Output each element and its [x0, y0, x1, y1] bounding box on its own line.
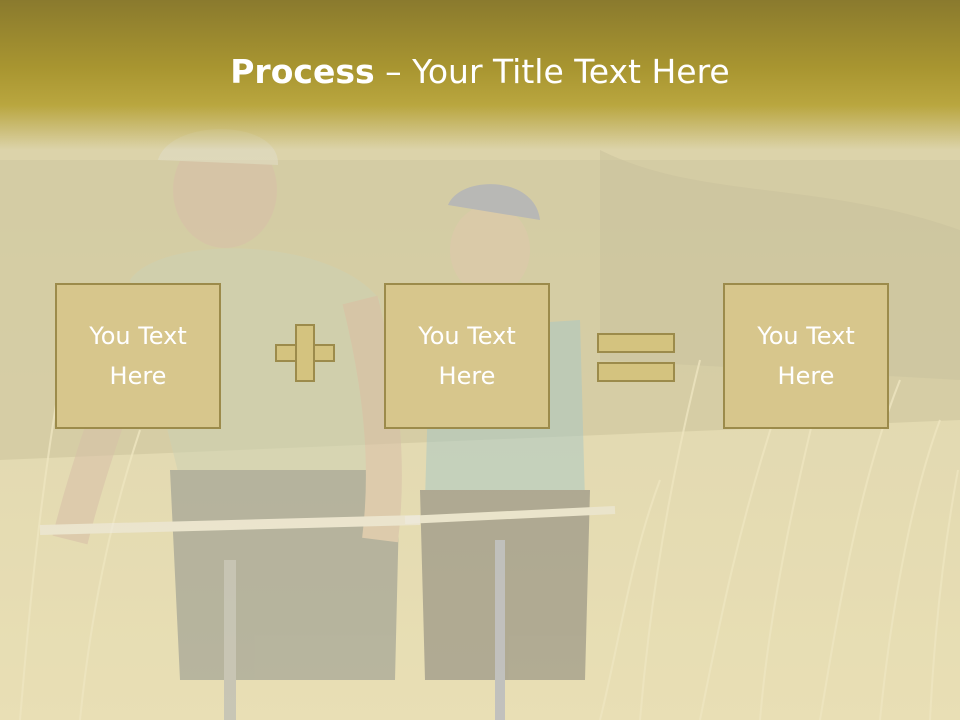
- text-box-3-line2: Here: [777, 362, 835, 390]
- text-box-1-line2: Here: [109, 362, 167, 390]
- text-box-3-line1: You Text: [757, 322, 855, 350]
- title-bar: [0, 0, 960, 150]
- text-box-3[interactable]: You Text Here: [723, 283, 889, 429]
- slide-title: Process – Your Title Text Here: [0, 52, 960, 91]
- text-box-2-line2: Here: [438, 362, 496, 390]
- text-box-2[interactable]: You Text Here: [384, 283, 550, 429]
- title-bold: Process: [230, 52, 375, 91]
- text-box-1[interactable]: You Text Here: [55, 283, 221, 429]
- text-box-2-line1: You Text: [418, 322, 516, 350]
- text-box-1-line1: You Text: [89, 322, 187, 350]
- title-rest: – Your Title Text Here: [374, 52, 730, 91]
